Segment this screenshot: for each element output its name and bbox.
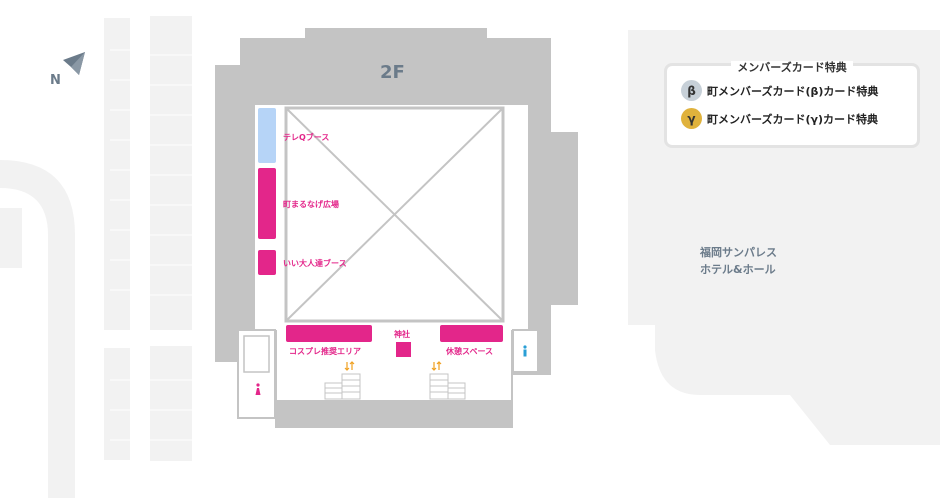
north-arrow-icon[interactable] [63,52,85,75]
up-down-arrow-icon [344,361,442,371]
machimaru-square-block[interactable] [258,168,276,239]
legend-title-text: メンバーズカード特典 [731,61,853,74]
venue-name-line2: ホテル&ホール [700,263,776,276]
gamma-label: 町メンバーズカード(γ)カード特典 [707,112,878,126]
cosplay-area-label: コスプレ推奨エリア [289,347,361,356]
beta-label: 町メンバーズカード(β)カード特典 [707,84,879,98]
shrine-block[interactable] [396,342,411,357]
iiotona-booth-block[interactable] [258,250,276,275]
male-restroom-icon [523,345,527,357]
stairs-right [429,373,466,400]
floor-label: 2F [380,62,405,83]
beta-symbol: β [687,83,696,98]
iiotona-booth-label: いい大人達ブース [283,259,347,268]
booths [258,108,503,357]
machimaru-square-label: 町まるなげ広場 [283,200,339,209]
gamma-symbol: γ [687,111,696,126]
shrine-label: 神社 [394,330,410,339]
tereq-booth-block[interactable] [258,108,276,163]
female-restroom-icon [255,383,261,395]
tereq-booth-label: テレQブース [283,133,330,142]
rest-space-label: 休憩スペース [446,347,494,356]
beta-badge-icon: β [681,80,702,101]
north-label: N [50,73,61,88]
venue-name-line1: 福岡サンパレス [700,246,777,259]
building-2f [215,28,578,428]
gamma-badge-icon: γ [681,108,702,129]
cosplay-area-block[interactable] [286,325,372,342]
rest-space-block[interactable] [440,325,503,342]
stairs-left [324,373,361,400]
legend-item-gamma[interactable]: γ 町メンバーズカード(γ)カード特典 [681,108,878,129]
legend-item-beta[interactable]: β 町メンバーズカード(β)カード特典 [681,80,878,101]
parking-lines [110,49,192,441]
venue-name: 福岡サンパレス ホテル&ホール [700,244,777,278]
members-card-legend: メンバーズカード特典 β 町メンバーズカード(β)カード特典 γ 町メンバーズカ… [664,61,920,148]
legend-title: メンバーズカード特典 [667,56,917,75]
